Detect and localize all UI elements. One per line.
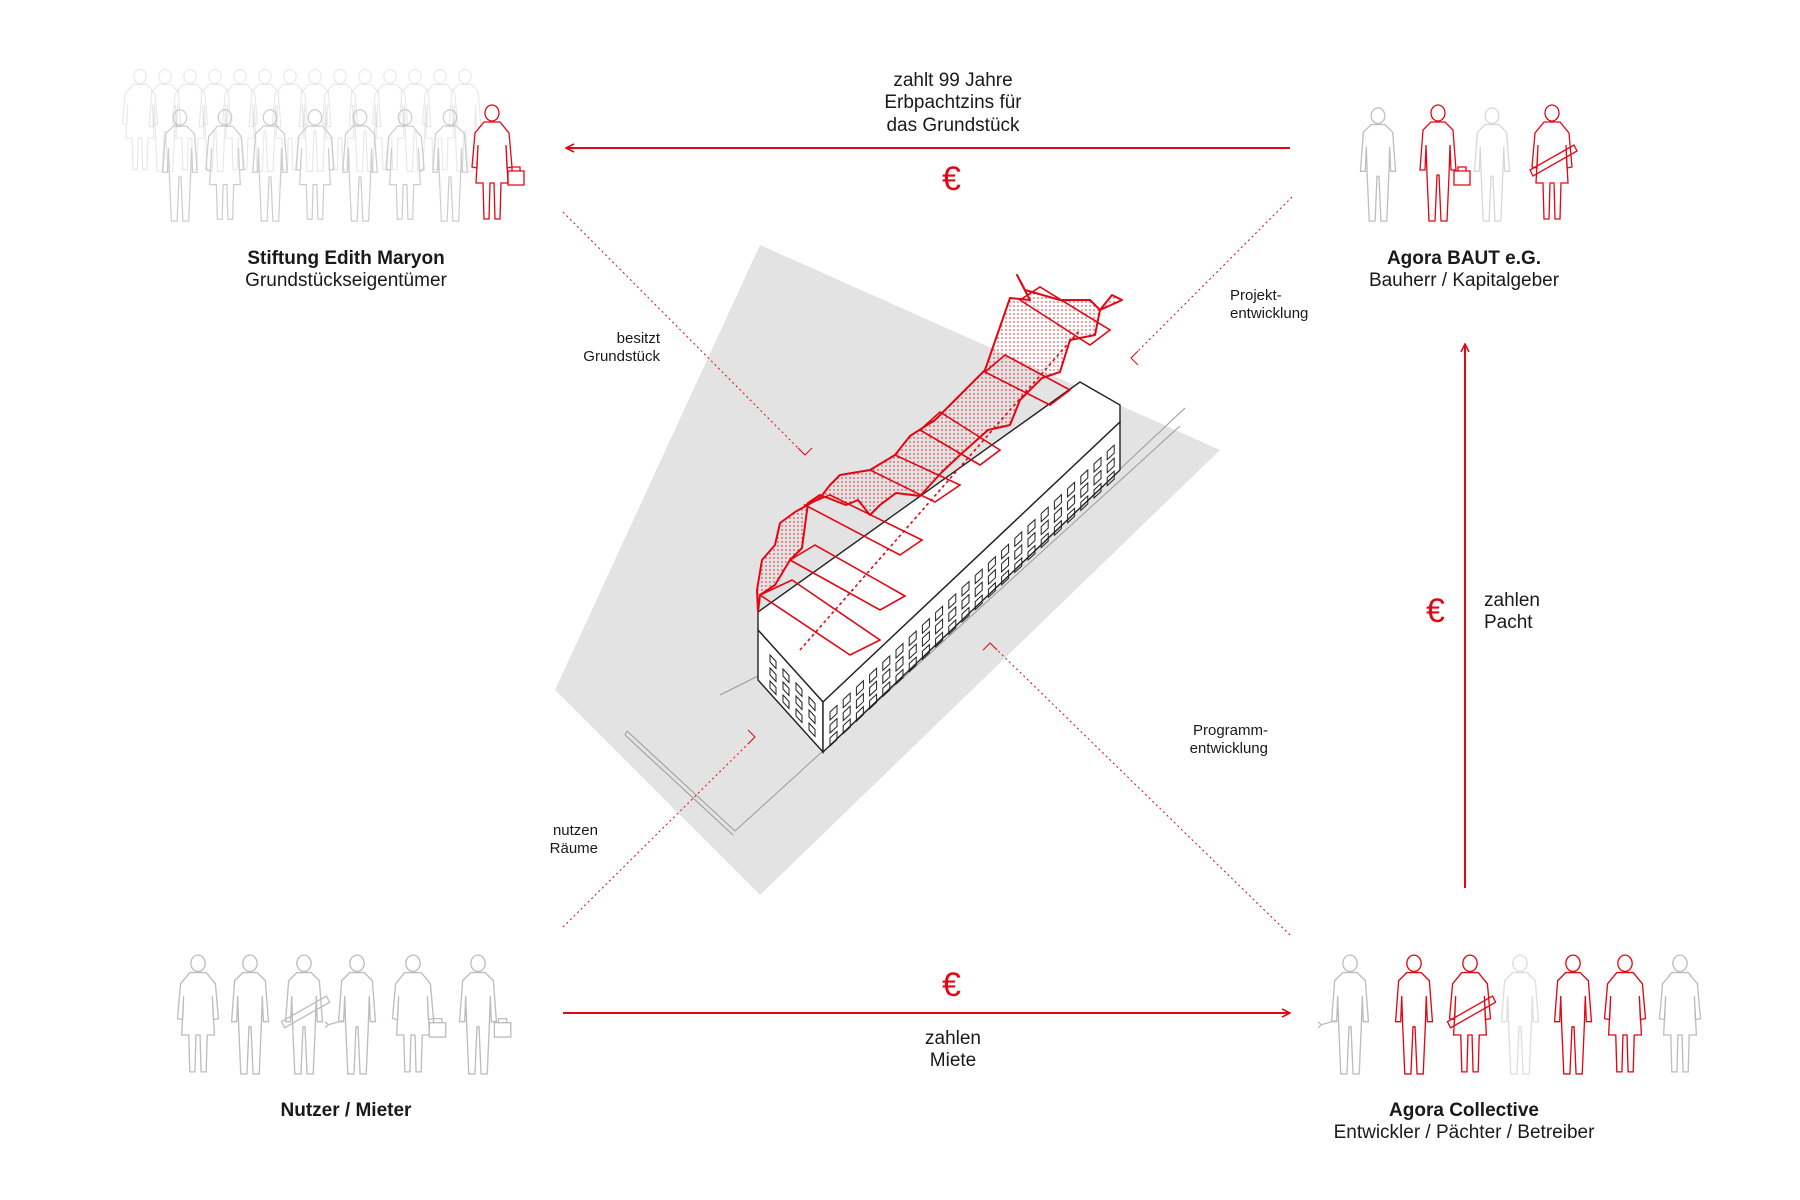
person-silhouette-icon — [198, 68, 232, 173]
euro-icon: € — [942, 160, 961, 198]
people-group-cooperative — [1359, 104, 1578, 222]
people-group-users — [176, 954, 512, 1075]
person-silhouette-icon — [398, 68, 432, 173]
person-silhouette-icon — [1500, 954, 1540, 1075]
party-name: Nutzer / Mieter — [280, 1100, 412, 1121]
roof-volumes-detail — [758, 286, 1112, 656]
party-name: Agora BAUT e.G. — [1386, 248, 1542, 269]
person-silhouette-icon — [432, 109, 468, 222]
person-silhouette-icon — [205, 109, 245, 220]
euro-icon: € — [942, 966, 961, 1004]
relation-label-use: nutzen Räume — [549, 822, 598, 857]
person-silhouette-icon — [1529, 104, 1578, 220]
person-silhouette-icon — [324, 954, 377, 1075]
euro-icon: € — [1426, 592, 1445, 630]
person-silhouette-icon — [171, 68, 209, 171]
person-silhouette-icon — [1603, 954, 1647, 1073]
person-silhouette-icon — [248, 68, 282, 173]
person-silhouette-icon — [121, 68, 159, 171]
party-users: Nutzer / Mieter — [166, 1100, 526, 1122]
person-silhouette-icon — [1658, 954, 1702, 1073]
relation-label-owns: besitzt Grundstück — [583, 330, 660, 365]
person-silhouette-icon — [176, 954, 220, 1073]
person-silhouette-icon — [385, 109, 425, 220]
relation-lines — [562, 196, 1293, 936]
person-silhouette-icon — [471, 104, 525, 220]
person-silhouette-icon — [1359, 107, 1397, 222]
person-silhouette-icon — [252, 109, 288, 222]
party-foundation: Stiftung Edith Maryon Grundstückseigentü… — [166, 248, 526, 293]
party-role: Bauherr / Kapitalgeber — [1368, 270, 1560, 292]
person-silhouette-icon — [421, 68, 459, 171]
person-silhouette-icon — [321, 68, 359, 171]
person-silhouette-icon — [162, 109, 198, 222]
flow-label-bottom: zahlen Miete — [925, 1028, 981, 1072]
person-silhouette-icon — [342, 109, 378, 222]
relation-label-project: Projekt- entwicklung — [1230, 287, 1309, 322]
person-silhouette-icon — [230, 954, 270, 1075]
roof-volumes — [756, 274, 1123, 613]
flow-label-right: zahlen Pacht — [1484, 590, 1540, 634]
person-silhouette-icon — [271, 68, 309, 171]
party-name: Agora Collective — [1389, 1100, 1539, 1121]
party-name: Stiftung Edith Maryon — [247, 248, 445, 269]
party-cooperative: Agora BAUT e.G. Bauherr / Kapitalgeber — [1284, 248, 1644, 293]
person-silhouette-icon — [1446, 954, 1497, 1073]
person-silhouette-icon — [458, 954, 512, 1075]
person-silhouette-icon — [391, 954, 447, 1073]
party-collective: Agora Collective Entwickler / Pächter / … — [1284, 1100, 1644, 1145]
party-role: Entwickler / Pächter / Betreiber — [1333, 1122, 1595, 1144]
person-silhouette-icon — [221, 68, 259, 171]
person-silhouette-icon — [1317, 954, 1370, 1075]
person-silhouette-icon — [1394, 954, 1434, 1075]
flow-arrows — [563, 148, 1465, 1013]
person-silhouette-icon — [280, 954, 331, 1075]
building-axonometric-icon — [555, 245, 1220, 895]
flow-label-top: zahlt 99 Jahre Erbpachtzins für das Grun… — [884, 70, 1022, 136]
people-group-foundation — [121, 68, 525, 222]
people-group-collective — [1317, 954, 1702, 1075]
person-silhouette-icon — [448, 68, 482, 173]
relation-label-program: Programm- entwicklung — [1189, 722, 1268, 757]
person-silhouette-icon — [1419, 104, 1471, 222]
person-silhouette-icon — [298, 68, 332, 173]
person-silhouette-icon — [371, 68, 409, 171]
person-silhouette-icon — [1473, 107, 1511, 222]
party-role: Grundstückseigentümer — [245, 270, 447, 292]
person-silhouette-icon — [295, 109, 335, 220]
person-silhouette-icon — [148, 68, 182, 173]
person-silhouette-icon — [1553, 954, 1593, 1075]
